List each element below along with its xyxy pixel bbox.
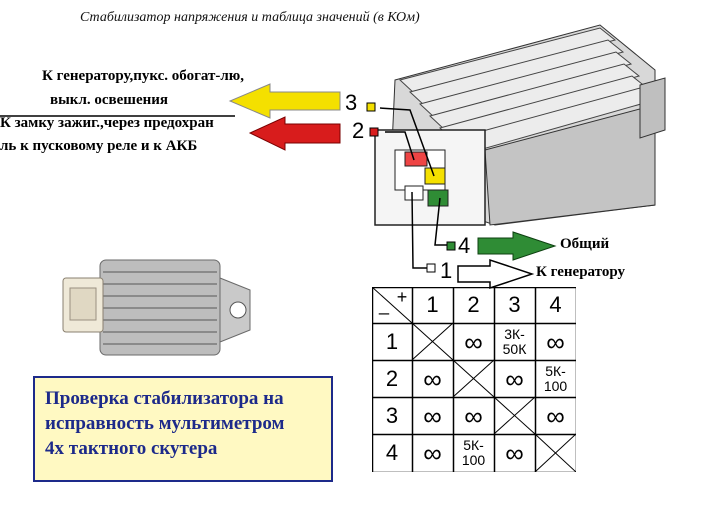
arrow-pin2	[248, 116, 341, 151]
infinity-cell: ∞	[423, 438, 442, 468]
pin1-number: 1	[440, 258, 453, 283]
cell-cross-line	[493, 396, 536, 435]
pin3-label-line1: К генератору,пукс. обогат-лю,	[42, 68, 245, 84]
corner-minus: _	[378, 294, 389, 315]
cell-cross-line	[411, 322, 454, 361]
corner-plus: +	[396, 286, 408, 307]
caption-line-1: Проверка стабилизатора на	[45, 388, 284, 409]
pin2-marker	[369, 127, 379, 137]
pin2-label-line1: К замку зажиг.,через предохран	[0, 115, 214, 131]
pin3-marker	[366, 102, 376, 112]
caption-line-2: исправность мультиметром	[45, 413, 285, 434]
range-text: 3К-	[504, 325, 525, 342]
pin1-marker	[426, 263, 436, 273]
terminal-4	[427, 189, 449, 207]
infinity-cell: ∞	[423, 400, 442, 431]
range-text: 50К	[502, 340, 527, 357]
infinity-cell: ∞	[546, 400, 565, 431]
infinity-cell: ∞	[505, 363, 524, 394]
row-header: 3	[385, 402, 399, 428]
col-header: 2	[467, 292, 480, 317]
caption-line-3: 4х тактного скутера	[45, 438, 218, 459]
arrow-pin1	[457, 258, 535, 290]
infinity-cell: ∞	[505, 438, 524, 468]
regulator-diagram	[0, 24, 666, 290]
row-header: 4	[385, 440, 399, 465]
infinity-cell: ∞	[546, 326, 565, 357]
range-text: 100	[461, 452, 486, 468]
pin3-label-line2: выкл. освешения	[50, 92, 169, 108]
resistance-range-cell: 5К-100	[453, 434, 494, 472]
terminal-2	[404, 151, 428, 167]
pin1-label: К генератору	[536, 264, 625, 280]
resistance-range-cell: 3К-50К	[494, 323, 535, 360]
corner-diagonal	[372, 287, 413, 324]
heatsink-fins	[398, 27, 657, 155]
row-header: 1	[385, 328, 399, 354]
caption-box: Проверка стабилизатора на исправность му…	[33, 376, 333, 482]
resistance-range-cell: 5К-100	[535, 360, 576, 397]
infinity-cell: ∞	[423, 363, 442, 394]
row-header: 2	[385, 365, 399, 391]
col-header: 4	[549, 292, 562, 317]
arrow-pin3	[228, 83, 341, 119]
range-text: 5К-	[545, 362, 566, 379]
cell-cross-line	[534, 433, 576, 472]
pin3-number: 3	[345, 90, 358, 115]
col-header: 3	[508, 292, 521, 317]
cell-cross-line	[452, 359, 495, 398]
diagram-title: Стабилизатор напряжения и таблица значен…	[80, 10, 420, 25]
pin4-number: 4	[458, 233, 471, 258]
range-text: 100	[543, 377, 568, 394]
regulator-photo	[62, 259, 251, 356]
terminal-1	[404, 185, 424, 201]
pin2-number: 2	[352, 118, 365, 143]
pin4-label: Общий	[560, 236, 610, 252]
table-grid	[372, 287, 576, 472]
infinity-cell: ∞	[464, 326, 483, 357]
infinity-cell: ∞	[464, 400, 483, 431]
terminal-3	[424, 167, 446, 185]
range-text: 5К-	[463, 437, 484, 453]
col-header: 1	[426, 292, 439, 317]
pin2-label-line2: ль к пусковому реле и к АКБ	[0, 138, 198, 154]
arrow-pin4	[477, 231, 557, 261]
pin4-marker	[446, 241, 456, 251]
